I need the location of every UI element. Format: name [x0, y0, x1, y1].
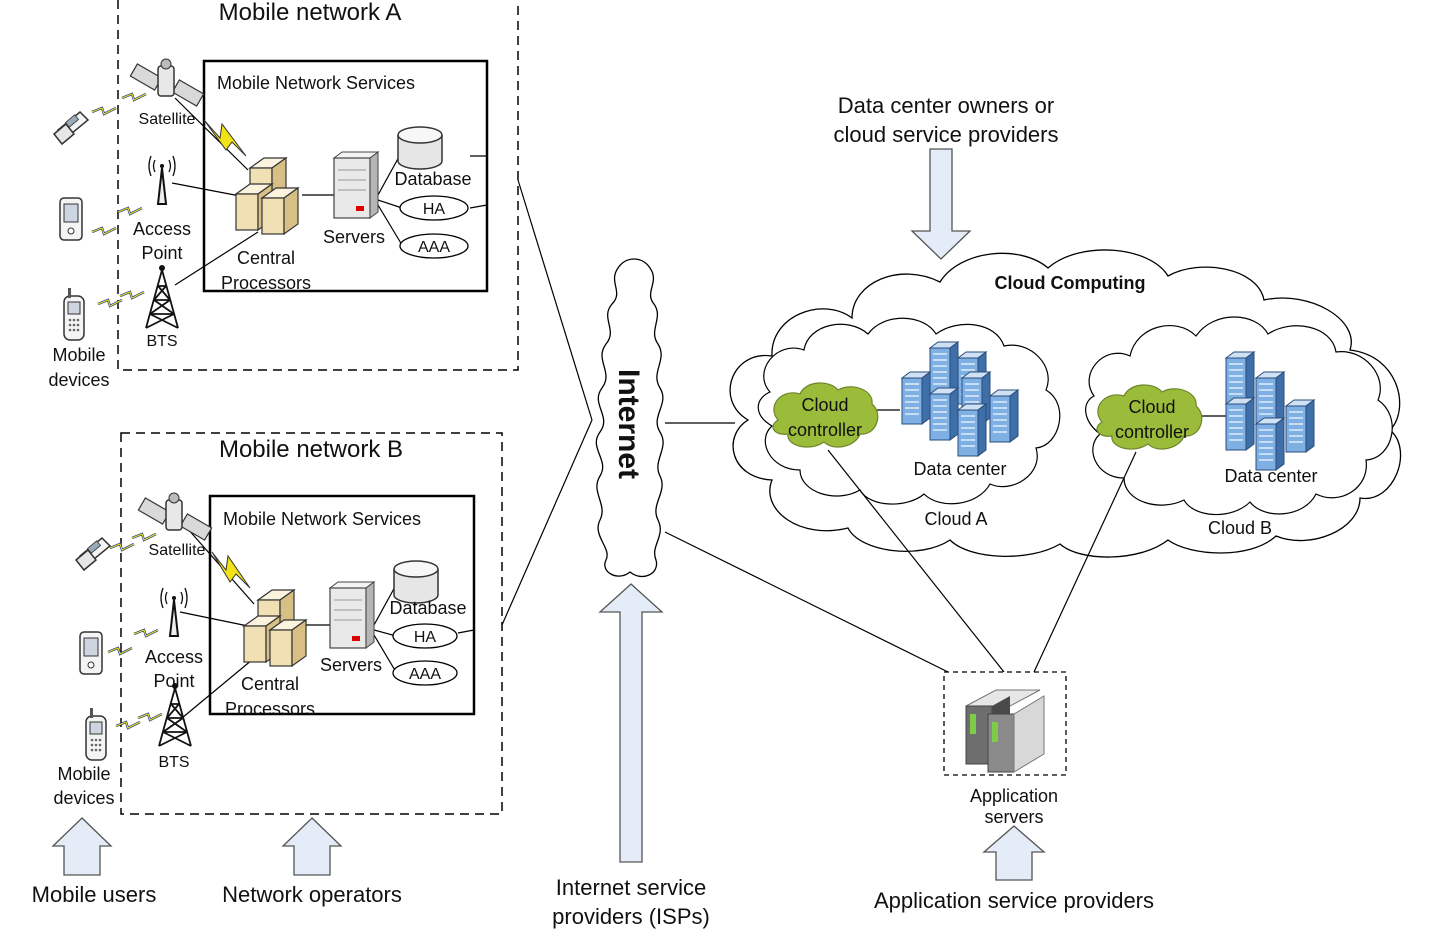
- app-servers-label-1: Application: [970, 786, 1058, 806]
- wireless-link-icon: [116, 206, 144, 216]
- database-icon: [393, 560, 439, 604]
- cloud-computing: Data center owners or cloud service prov…: [729, 93, 1402, 558]
- cloud-b-controller-shape: [1096, 384, 1203, 450]
- internet-cloud-shape: [595, 258, 664, 577]
- dc-owners-label-1: Data center owners or: [838, 93, 1054, 118]
- dc-owners-arrow: [910, 148, 972, 260]
- central-processors-label-2: Processors: [225, 699, 315, 719]
- isps-arrow: [598, 583, 664, 863]
- wireless-link-icon: [106, 646, 134, 656]
- network-b-title: Mobile network B: [219, 436, 403, 463]
- satellite-icon: [137, 492, 213, 541]
- app-servers-icon: [965, 689, 1045, 773]
- servers-label: Servers: [323, 227, 385, 247]
- network-b-services-title: Mobile Network Services: [223, 509, 421, 529]
- cloud-b-label: Cloud B: [1208, 518, 1272, 538]
- aaa-label: AAA: [418, 239, 450, 256]
- cloud-b-data-center-label: Data center: [1224, 466, 1317, 486]
- lightning-icon: [203, 119, 247, 157]
- ha-label: HA: [414, 629, 437, 646]
- flip-phone-icon: [53, 111, 89, 145]
- cloud-a-controller-label-2: controller: [788, 420, 862, 440]
- network-a-title: Mobile network A: [219, 0, 402, 26]
- bts-tower-icon: [145, 264, 179, 329]
- ha-ellipse: [392, 623, 458, 649]
- internet: Internet: [501, 179, 949, 673]
- satellite-label: Satellite: [139, 111, 196, 128]
- pda-phone-icon: [59, 197, 83, 241]
- stakeholders: Mobile users Network operators Internet …: [32, 583, 1154, 929]
- aaa-ellipse: [392, 660, 458, 686]
- asp-label: Application service providers: [874, 888, 1154, 913]
- mobile-users-arrow: [51, 817, 113, 876]
- lightning-icon: [211, 551, 251, 589]
- mobile-network-a: Mobile network A Mobile Network Services…: [48, 0, 519, 390]
- cloud-computing-title: Cloud Computing: [995, 273, 1146, 293]
- bts-label: BTS: [146, 333, 177, 350]
- satellite-icon: [129, 58, 205, 107]
- mobile-devices-label-1: Mobile: [52, 345, 105, 365]
- wireless-link-icon: [136, 712, 164, 722]
- database-icon: [397, 126, 443, 170]
- pda-phone-icon: [79, 631, 103, 675]
- central-processors-label-1: Central: [237, 248, 295, 268]
- wireless-link-icon: [120, 92, 148, 102]
- cloud-b-controller-label-2: controller: [1115, 422, 1189, 442]
- isps-label-2: providers (ISPs): [552, 904, 710, 929]
- asp-arrow: [982, 825, 1046, 881]
- mobile-devices-label-2: devices: [48, 370, 109, 390]
- isps-label-1: Internet service: [556, 875, 706, 900]
- access-point-label-1: Access: [133, 219, 191, 239]
- mobile-devices-label-1: Mobile: [57, 764, 110, 784]
- mobile-network-b: Mobile network B Mobile Network Services…: [53, 432, 503, 815]
- access-point-label-2: Point: [141, 243, 182, 263]
- wireless-link-icon: [130, 532, 158, 542]
- servers-icon: [329, 581, 375, 649]
- network-a-services-title: Mobile Network Services: [217, 73, 415, 93]
- wireless-link-icon: [132, 628, 160, 638]
- satellite-label: Satellite: [149, 542, 206, 559]
- mobile-users-label: Mobile users: [32, 882, 157, 907]
- cloud-a-data-center-label: Data center: [913, 459, 1006, 479]
- app-servers-label-2: servers: [984, 807, 1043, 827]
- mobile-phone-icon: [85, 707, 107, 761]
- central-processors-label-2: Processors: [221, 273, 311, 293]
- cloud-a-controller-label-1: Cloud: [801, 395, 848, 415]
- access-point-icon: [148, 155, 176, 205]
- wireless-link-icon: [90, 226, 118, 236]
- ha-ellipse: [399, 195, 469, 221]
- wireless-link-icon: [108, 542, 136, 552]
- wireless-link-icon: [118, 290, 146, 300]
- servers-label: Servers: [320, 655, 382, 675]
- internet-label: Internet: [612, 369, 645, 479]
- aaa-label: AAA: [409, 666, 441, 683]
- mobile-phone-icon: [63, 287, 85, 341]
- aaa-ellipse: [399, 233, 469, 259]
- flip-phone-icon: [75, 537, 111, 571]
- cloud-a-controller-shape: [772, 382, 879, 448]
- database-label: Database: [394, 169, 471, 189]
- network-operators-arrow: [281, 817, 343, 876]
- mobile-devices-label-2: devices: [53, 788, 114, 808]
- network-operators-label: Network operators: [222, 882, 402, 907]
- ha-label: HA: [423, 201, 446, 218]
- cloud-b-controller-label-1: Cloud: [1128, 397, 1175, 417]
- bts-label: BTS: [158, 754, 189, 771]
- application-servers: Application servers: [827, 449, 1137, 827]
- dc-owners-label-2: cloud service providers: [834, 122, 1059, 147]
- access-point-label-1: Access: [145, 647, 203, 667]
- central-processors-label-1: Central: [241, 674, 299, 694]
- servers-icon: [333, 151, 379, 219]
- cloud-a-label: Cloud A: [924, 509, 987, 529]
- access-point-label-2: Point: [153, 671, 194, 691]
- access-point-icon: [160, 587, 188, 637]
- wireless-link-icon: [114, 720, 142, 730]
- wireless-link-icon: [90, 106, 118, 116]
- database-label: Database: [389, 598, 466, 618]
